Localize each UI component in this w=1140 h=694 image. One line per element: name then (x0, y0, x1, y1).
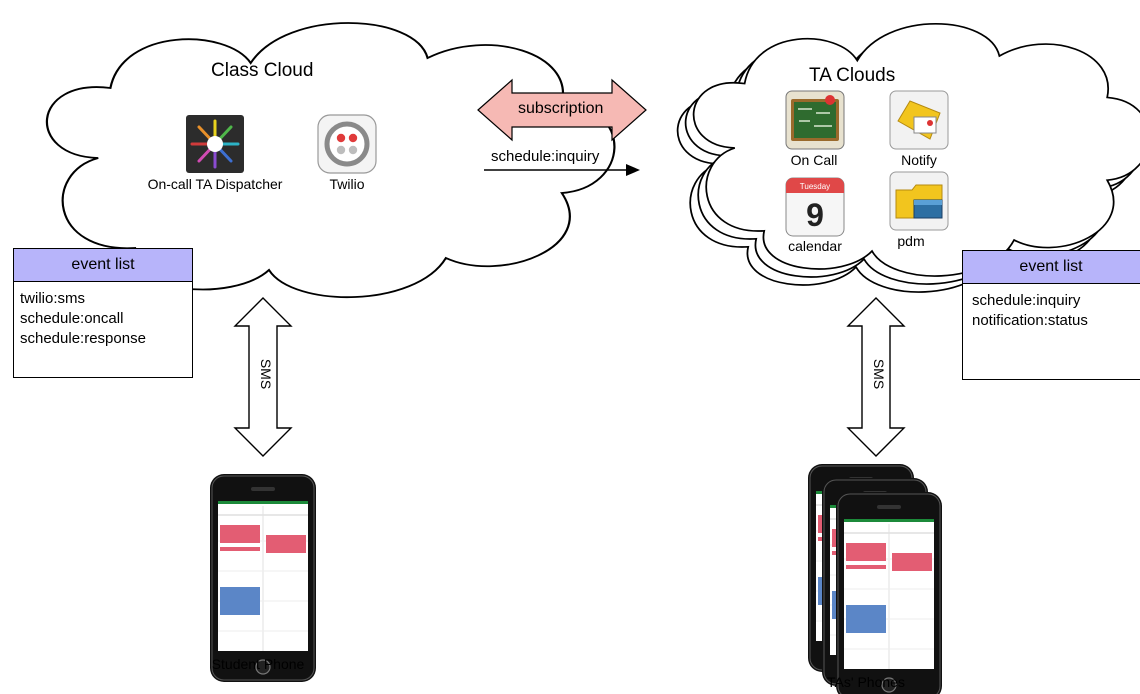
notify-icon (889, 90, 949, 150)
twilio-label: Twilio (329, 176, 365, 192)
student-phone (210, 474, 316, 682)
event-list-header: event list (963, 251, 1140, 284)
chalkboard-icon (785, 90, 845, 150)
calendar-date: 9 (806, 197, 824, 233)
pdm-label: pdm (897, 233, 925, 249)
notify-label: Notify (901, 152, 937, 168)
event-item: schedule:response (20, 330, 146, 347)
pdm-folder-icon (889, 171, 949, 231)
on-call-label: On Call (790, 152, 838, 168)
sms-label-left: SMS (258, 358, 275, 390)
event-list-header: event list (14, 249, 192, 282)
sms-label-right: SMS (871, 358, 888, 390)
inquiry-arrow (484, 164, 640, 176)
ta-event-list: event list schedule:inquiry notification… (962, 250, 1140, 380)
event-item: twilio:sms (20, 290, 86, 307)
student-phone-label: Student Phone (211, 656, 305, 672)
event-item: schedule:inquiry (972, 292, 1081, 309)
calendar-icon: Tuesday 9 (785, 177, 845, 237)
class-cloud-title: Class Cloud (211, 60, 314, 81)
dispatcher-icon (186, 115, 244, 173)
twilio-icon (317, 114, 377, 174)
subscription-arrow (477, 78, 647, 142)
ta-phones-label: TAs' Phones (827, 674, 905, 690)
dispatcher-label: On-call TA Dispatcher (147, 176, 283, 192)
sms-arrow-left (233, 297, 293, 457)
ta-phones (808, 464, 942, 694)
subscription-label: subscription (518, 100, 604, 117)
calendar-day: Tuesday (800, 182, 830, 191)
sms-arrow-right (846, 297, 906, 457)
inquiry-label: schedule:inquiry (491, 148, 600, 165)
class-event-list: event list twilio:sms schedule:oncall sc… (13, 248, 193, 378)
ta-clouds-title: TA Clouds (809, 65, 896, 86)
event-item: notification:status (972, 312, 1088, 329)
calendar-label: calendar (788, 238, 842, 254)
event-item: schedule:oncall (20, 310, 124, 327)
